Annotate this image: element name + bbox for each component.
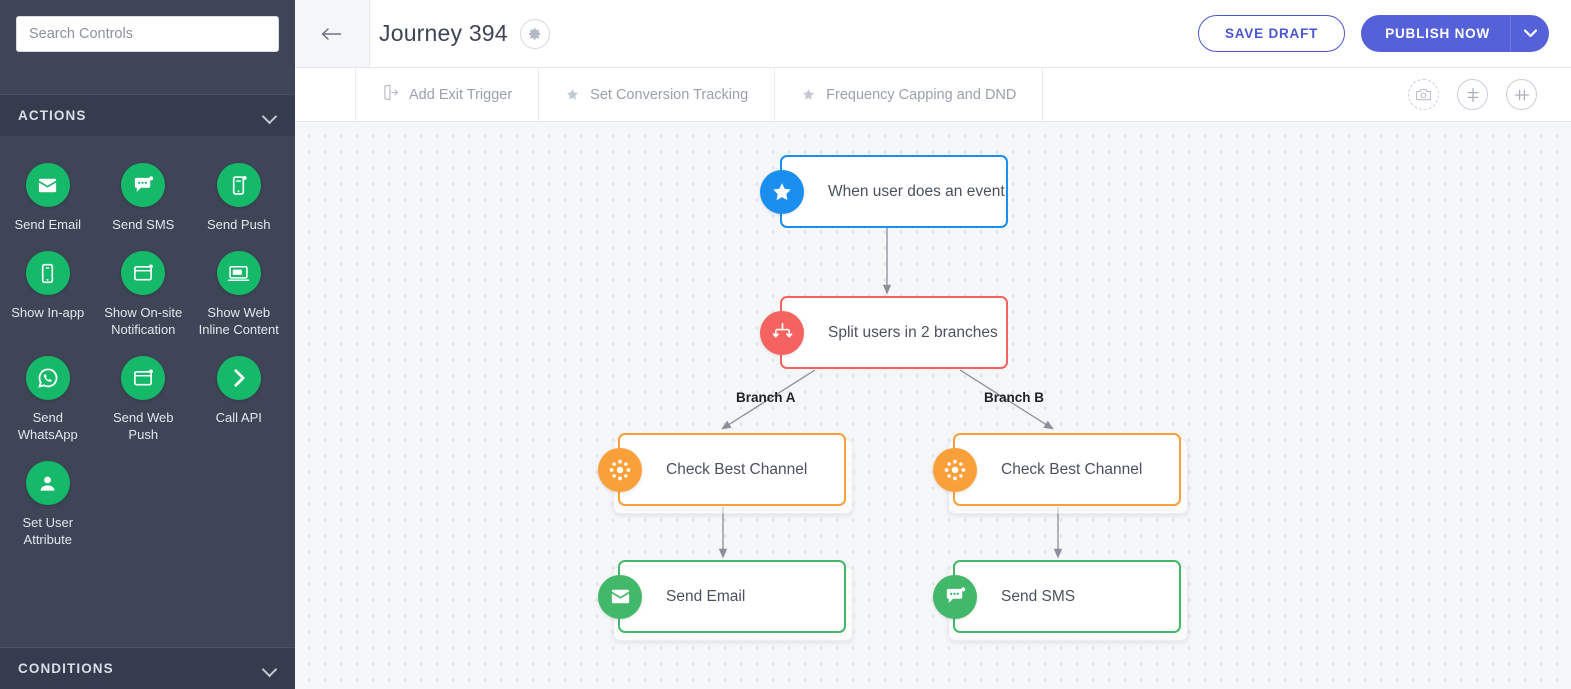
sidebar-section-actions-label: ACTIONS	[18, 108, 87, 123]
title-block: Journey 394	[379, 0, 550, 67]
canvas-node-label: Check Best Channel	[1001, 460, 1143, 478]
action-tile-label: Show On-site Notification	[104, 305, 183, 337]
gear-icon	[528, 27, 541, 40]
edge-split-to-branch-a	[721, 369, 816, 430]
search-container	[0, 0, 295, 52]
envelope-icon	[25, 163, 70, 207]
action-tile-label: Send SMS	[112, 217, 175, 232]
action-tile[interactable]: Send Web Push	[96, 338, 192, 443]
mobile-phone-icon	[25, 251, 70, 295]
canvas-node-label: Split users in 2 branches	[828, 323, 998, 341]
page-title: Journey 394	[379, 20, 508, 46]
action-tile[interactable]: Send WhatsApp	[0, 338, 96, 443]
connector-edges	[718, 228, 1063, 559]
web-push-window-icon	[121, 356, 166, 400]
whatsapp-icon	[25, 356, 70, 400]
camera-snapshot-button[interactable]	[1408, 79, 1439, 110]
caret-down-icon	[1523, 29, 1537, 38]
action-tile-label: Set User Attribute	[22, 515, 74, 547]
chevron-down-icon	[263, 109, 277, 123]
sidebar-section-actions[interactable]: ACTIONS	[0, 94, 295, 136]
toolbar-item-label: Frequency Capping and DND	[826, 86, 1017, 103]
sms-bubble-icon	[933, 574, 977, 619]
camera-snapshot-icon	[1416, 89, 1431, 101]
canvas-node[interactable]: Split users in 2 branches	[760, 296, 1008, 369]
toolbar-item[interactable]: Frequency Capping and DND	[775, 68, 1044, 121]
canvas-node[interactable]: Send SMS	[933, 560, 1181, 633]
canvas-node-label: Send Email	[666, 587, 746, 605]
search-input[interactable]	[16, 16, 279, 52]
toolbar-item-label: Add Exit Trigger	[409, 86, 513, 103]
sms-bubble-icon	[121, 163, 166, 207]
publish-button-group[interactable]: PUBLISH NOW	[1361, 15, 1549, 52]
envelope-icon	[598, 574, 642, 619]
star-icon	[760, 169, 804, 214]
align-vertical-icon	[1467, 87, 1478, 102]
action-tile[interactable]: Set User Attribute	[0, 443, 96, 548]
split-branches-icon	[760, 310, 804, 355]
chevron-down-icon	[263, 662, 277, 676]
branch-label: Branch B	[984, 390, 1045, 405]
controls-sidebar: ACTIONS Send Email Send SMS Send PushShow …	[0, 0, 295, 689]
action-tile[interactable]: Show Web Inline Content	[191, 233, 287, 338]
action-tile[interactable]: Call API	[191, 338, 287, 443]
save-draft-button[interactable]: SAVE DRAFT	[1197, 15, 1346, 52]
action-tile-label: Call API	[215, 410, 262, 425]
action-tile[interactable]: Show On-site Notification	[96, 233, 192, 338]
align-horizontal-button[interactable]	[1506, 79, 1537, 110]
sidebar-section-conditions[interactable]: CONDITIONS	[0, 647, 295, 689]
action-tile[interactable]: Send Email	[0, 145, 96, 233]
action-tile-label: Show In-app	[11, 305, 85, 320]
best-channel-icon	[598, 447, 642, 492]
branch-label: Branch A	[736, 390, 796, 405]
canvas-node-label: Send SMS	[1001, 587, 1076, 605]
action-tile-label: Send Web Push	[113, 410, 174, 442]
mobile-push-icon	[216, 163, 261, 207]
arrow-left-icon	[321, 27, 341, 40]
canvas-node-label: When user does an event	[828, 182, 1005, 200]
top-header: Journey 394 SAVE DRAFT PUBLISH NOW	[295, 0, 1571, 68]
toolbar-view-controls	[1408, 68, 1537, 121]
edge-split-to-branch-b	[959, 369, 1054, 430]
action-tile[interactable]: Send Push	[191, 145, 287, 233]
journey-settings-button[interactable]	[519, 18, 550, 49]
toolbar-item[interactable]: Add Exit Trigger	[355, 68, 540, 121]
toolbar-item-label: Set Conversion Tracking	[590, 86, 749, 103]
canvas-node-label: Check Best Channel	[666, 460, 808, 478]
action-tile-label: Show Web Inline Content	[198, 305, 279, 337]
canvas-node[interactable]: Check Best Channel	[933, 433, 1181, 506]
user-icon	[25, 461, 70, 505]
back-button[interactable]	[295, 0, 370, 67]
action-tile-label: Send WhatsApp	[17, 410, 78, 442]
star-icon	[803, 89, 815, 100]
publish-options-button[interactable]	[1511, 15, 1549, 52]
sidebar-section-conditions-label: CONDITIONS	[18, 661, 114, 676]
action-tile[interactable]: Send SMS	[96, 145, 192, 233]
toolbar-item[interactable]: Set Conversion Tracking	[539, 68, 776, 121]
exit-door-icon	[382, 84, 399, 105]
browser-window-icon	[121, 251, 166, 295]
canvas-node[interactable]: Send Email	[598, 560, 846, 633]
align-horizontal-icon	[1514, 89, 1529, 100]
header-actions: SAVE DRAFT PUBLISH NOW	[1197, 0, 1549, 67]
action-tile-label: Send Email	[14, 217, 81, 232]
align-vertical-button[interactable]	[1457, 79, 1488, 110]
web-inline-content-icon	[216, 251, 261, 295]
chevron-right-icon	[216, 356, 261, 400]
best-channel-icon	[933, 447, 977, 492]
action-tile[interactable]: Show In-app	[0, 233, 96, 338]
action-tile-label: Send Push	[206, 217, 271, 232]
publish-now-button[interactable]: PUBLISH NOW	[1361, 15, 1511, 52]
star-icon	[567, 89, 579, 100]
canvas-node[interactable]: When user does an event	[760, 155, 1008, 228]
journey-toolbar: Add Exit Trigger Set Conversion Tracking F…	[295, 68, 1571, 122]
toolbar-items: Add Exit Trigger Set Conversion Tracking F…	[355, 68, 1044, 121]
canvas-node[interactable]: Check Best Channel	[598, 433, 846, 506]
